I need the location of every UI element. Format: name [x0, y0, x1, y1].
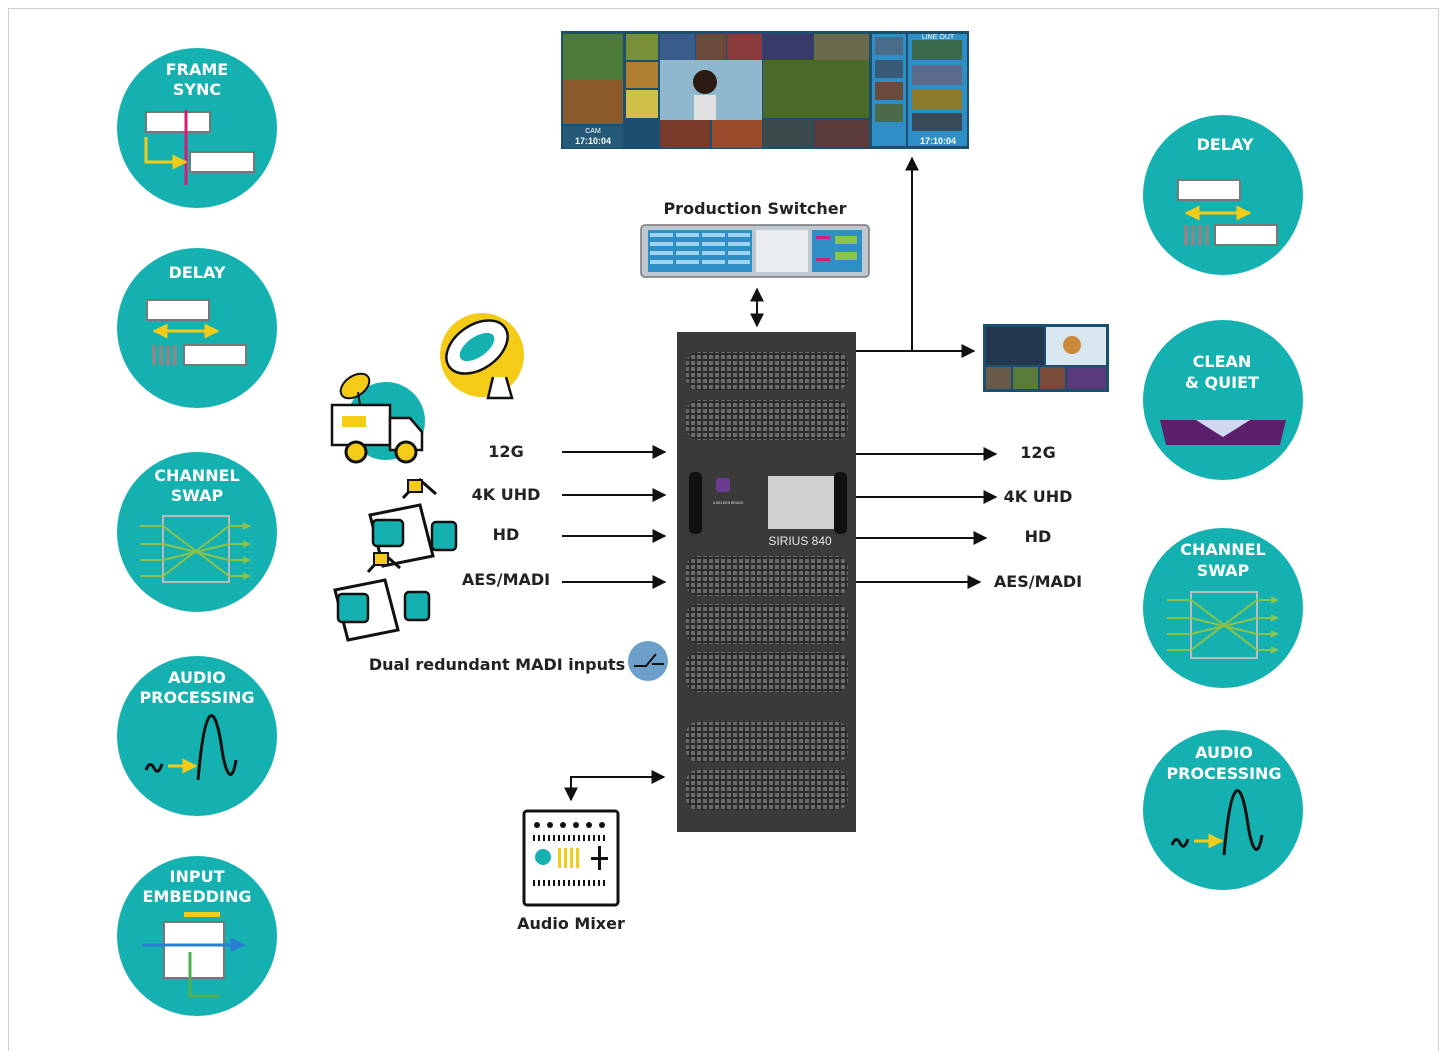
camera-icon-top	[368, 477, 458, 568]
feature-audio-processing-left-line2: PROCESSING	[139, 688, 254, 707]
output-label-4k: 4K UHD	[1004, 487, 1073, 506]
multiviewer-time-right: 17:10:04	[920, 136, 956, 146]
feature-delay-left: DELAY	[117, 248, 277, 408]
diagram-frame	[8, 8, 1439, 1051]
input-label-12g: 12G	[488, 442, 523, 461]
feature-clean-quiet: CLEAN & QUIET	[1143, 320, 1303, 480]
multiviewer-time-left: 17:10:04	[575, 136, 611, 146]
channel-swap-icon	[1167, 591, 1279, 659]
feature-frame-sync: FRAME SYNC	[117, 48, 277, 208]
ob-truck-icon	[330, 372, 425, 464]
feature-channel-swap-left: CHANNEL SWAP	[117, 452, 277, 612]
multiviewer-tiles	[563, 34, 967, 148]
production-switcher-label: Production Switcher	[663, 199, 846, 218]
router-model-label: SIRIUS 840	[768, 534, 832, 548]
multiviewer-cam-label: CAM	[585, 128, 601, 135]
multiviewer-display: CAM 17:10:04 LINE OUT 17:10:04	[561, 31, 969, 149]
feature-channel-swap-left-line1: CHANNEL	[154, 466, 239, 485]
feature-channel-swap-right: CHANNEL SWAP	[1143, 528, 1303, 688]
audio-processing-icon	[1170, 789, 1264, 856]
feature-clean-quiet-line1: CLEAN	[1193, 352, 1252, 371]
output-label-hd: HD	[1025, 527, 1052, 546]
feature-audio-processing-right: AUDIO PROCESSING	[1143, 730, 1303, 890]
feature-delay-right-label: DELAY	[1197, 135, 1254, 154]
channel-swap-icon	[140, 515, 251, 583]
delay-icon	[1177, 179, 1278, 246]
feature-audio-processing-left: AUDIO PROCESSING	[117, 656, 277, 816]
feature-input-embedding-line2: EMBEDDING	[142, 887, 251, 906]
audio-mixer-icon	[522, 809, 620, 907]
feature-input-embedding-line1: INPUT	[170, 867, 225, 886]
dual-madi-label: Dual redundant MADI inputs	[369, 655, 625, 674]
output-label-aes: AES/MADI	[994, 572, 1082, 591]
input-embedding-icon	[142, 912, 246, 998]
sirius-router: A BELDEN BRAND SIRIUS 840	[677, 332, 856, 832]
feature-audio-processing-right-line1: AUDIO	[1195, 743, 1253, 762]
feature-frame-sync-line1: FRAME	[166, 60, 228, 79]
clean-quiet-icon	[1160, 420, 1286, 445]
feature-frame-sync-line2: SYNC	[173, 80, 221, 99]
feature-input-embedding: INPUT EMBEDDING	[117, 856, 277, 1016]
feature-clean-quiet-line2: & QUIET	[1185, 373, 1259, 392]
satellite-dish-icon	[440, 313, 524, 400]
input-label-4k: 4K UHD	[472, 485, 541, 504]
input-label-hd: HD	[493, 525, 520, 544]
router-brand-text: A BELDEN BRAND	[713, 501, 744, 505]
feature-channel-swap-left-line2: SWAP	[171, 486, 224, 505]
output-label-12g: 12G	[1020, 443, 1055, 462]
router-mixer-link	[564, 770, 666, 802]
audio-mixer-label: Audio Mixer	[517, 914, 625, 933]
feature-delay-right: DELAY	[1143, 115, 1303, 275]
production-switcher	[640, 224, 870, 278]
feature-audio-processing-right-line2: PROCESSING	[1166, 764, 1281, 783]
input-label-aes: AES/MADI	[462, 570, 550, 589]
frame-sync-icon	[144, 110, 255, 185]
feature-channel-swap-right-line1: CHANNEL	[1180, 540, 1265, 559]
feature-audio-processing-left-line1: AUDIO	[168, 668, 226, 687]
feature-delay-left-label: DELAY	[169, 263, 226, 282]
feature-channel-swap-right-line2: SWAP	[1197, 561, 1250, 580]
secondary-monitor	[983, 324, 1109, 392]
audio-processing-icon	[144, 714, 238, 781]
delay-icon	[146, 299, 247, 366]
multiviewer-line-out-label: LINE OUT	[922, 34, 955, 41]
madi-switch-icon	[628, 641, 668, 681]
camera-icon-bottom	[333, 551, 431, 642]
